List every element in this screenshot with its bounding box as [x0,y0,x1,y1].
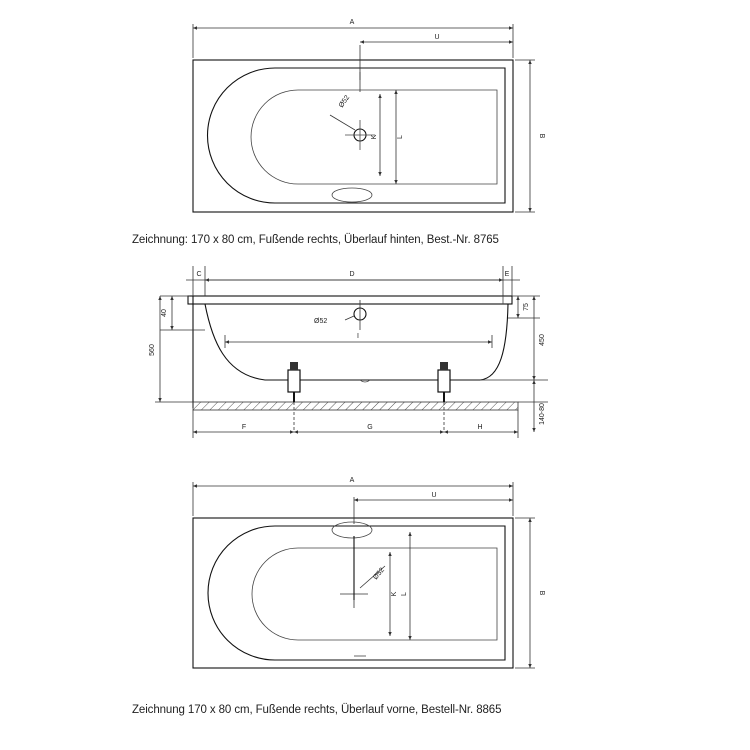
tub-foot-left [287,362,301,432]
tub-body-profile [204,303,509,381]
dim-c-label: C [196,271,201,278]
dim-l-label: L [397,135,404,139]
overflow-outlet [331,187,373,203]
dim-b-label: B [538,134,545,139]
overflow-outlet [331,521,373,539]
dim-k-label: K [371,134,378,139]
dim-140-label: 140-80 [539,403,546,425]
tub-rim-outline [192,517,514,669]
dim-560-label: 560 [149,344,156,356]
side-view: Ø52 C D E 40 560 75 450 140-80 I [149,266,548,438]
dim-l-label: L [401,592,408,596]
dim-a-label: A [350,19,355,26]
tub-rim-section [187,295,513,305]
dim-i-label: I [357,333,359,340]
caption-bottom-drawing: Zeichnung 170 x 80 cm, Fußende rechts, Ü… [132,704,502,716]
tub-basin-outer [207,525,506,661]
dim-40-label: 40 [161,309,168,317]
dim-g-label: G [367,424,372,431]
dim-k-label: K [391,591,398,596]
dim-450-label: 450 [539,334,546,346]
tub-basin-outer [207,67,506,204]
overflow-diameter-label: Ø52 [314,318,327,325]
dim-h-label: H [477,424,482,431]
tub-foot-right [437,362,451,432]
tub-basin-inner [251,547,498,641]
dim-b-label: B [538,591,545,596]
drain-bottom-outlet [359,379,371,383]
dim-d-label: D [349,271,354,278]
dim-f-label: F [242,424,246,431]
dim-75-label: 75 [523,303,530,311]
caption-top-drawing: Zeichnung: 170 x 80 cm, Fußende rechts, … [132,234,499,246]
overflow-leader [344,315,355,321]
drain-diameter-label: Ø52 [372,567,386,582]
dim-u-label: U [431,492,436,499]
drain-diameter-label: Ø52 [338,94,351,109]
top-view-overflow-back: Ø52 A U B K L [192,19,545,213]
floor-hatch [192,401,519,411]
dim-u-label: U [434,34,439,41]
dim-e-label: E [505,271,510,278]
drain-leader [359,565,386,589]
dim-a-label: A [350,477,355,484]
drain-leader [329,114,356,131]
top-view-overflow-front: Ø52 A U B K L [192,477,545,669]
tub-basin-inner [250,89,498,185]
tub-rim-outline [192,59,514,213]
